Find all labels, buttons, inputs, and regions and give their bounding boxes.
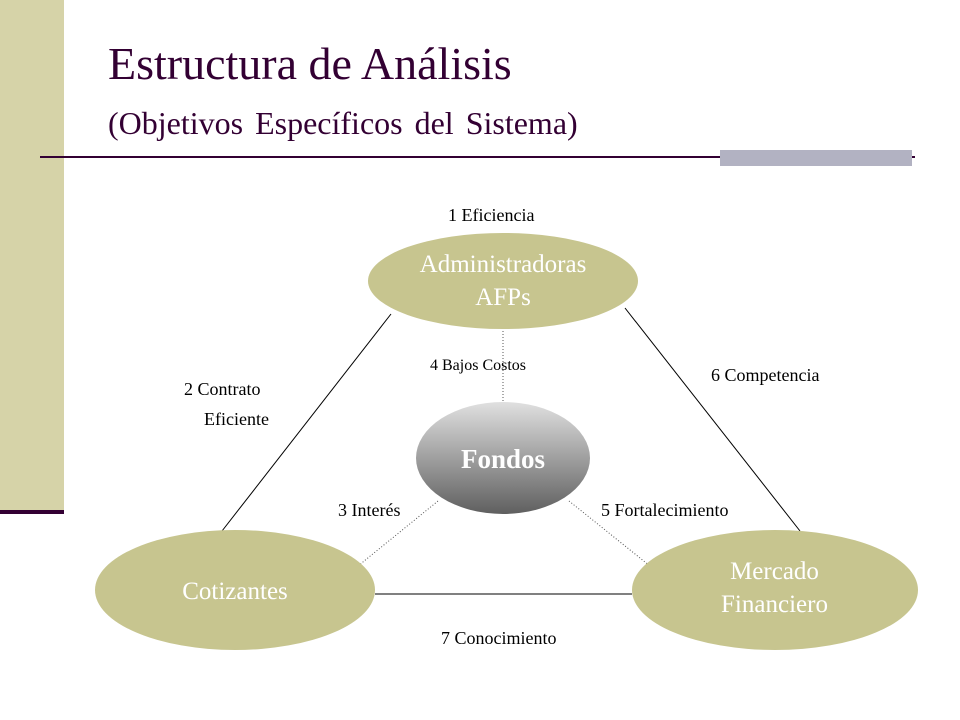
edge-admin-cotizantes bbox=[221, 313, 392, 532]
node-fondos bbox=[416, 402, 590, 514]
title-rule bbox=[40, 156, 915, 158]
label-contrato-line2: Eficiente bbox=[204, 409, 269, 429]
administradoras-line2: AFPs bbox=[475, 284, 531, 311]
mercado-line2: Financiero bbox=[721, 591, 828, 618]
administradoras-line1: Administradoras bbox=[419, 251, 587, 278]
slide-title: Estructura de Análisis bbox=[108, 38, 512, 89]
title-accent-bar bbox=[720, 150, 912, 166]
cotizantes-label: Cotizantes bbox=[182, 578, 288, 605]
node-cotizantes bbox=[95, 530, 375, 650]
spoke-mercado-fondos bbox=[568, 500, 651, 567]
side-decor-line bbox=[0, 510, 64, 514]
label-eficiencia: 1 Eficiencia bbox=[448, 205, 535, 225]
node-mercado bbox=[632, 530, 918, 650]
slide-subtitle: (Objetivos Específicos del Sistema) bbox=[108, 105, 578, 141]
edge-admin-mercado bbox=[624, 307, 801, 532]
mercado-line1: Mercado bbox=[730, 558, 819, 585]
fondos-label: Fondos bbox=[460, 444, 546, 474]
node-administradoras bbox=[368, 233, 638, 329]
label-competencia: 6 Competencia bbox=[711, 365, 820, 385]
label-contrato-line1: 2 Contrato bbox=[184, 379, 261, 399]
label-bajos-costos: 4 Bajos Costos bbox=[430, 357, 527, 374]
spoke-cotizantes-fondos bbox=[357, 500, 439, 567]
label-fortalecimiento: 5 Fortalecimiento bbox=[601, 500, 729, 520]
label-interes: 3 Interés bbox=[338, 500, 401, 520]
side-decor-bar bbox=[0, 0, 64, 512]
label-conocimiento: 7 Conocimiento bbox=[441, 628, 557, 648]
administradoras-label: Administradoras AFPs bbox=[383, 248, 623, 314]
mercado-label: Mercado Financiero bbox=[672, 555, 877, 621]
